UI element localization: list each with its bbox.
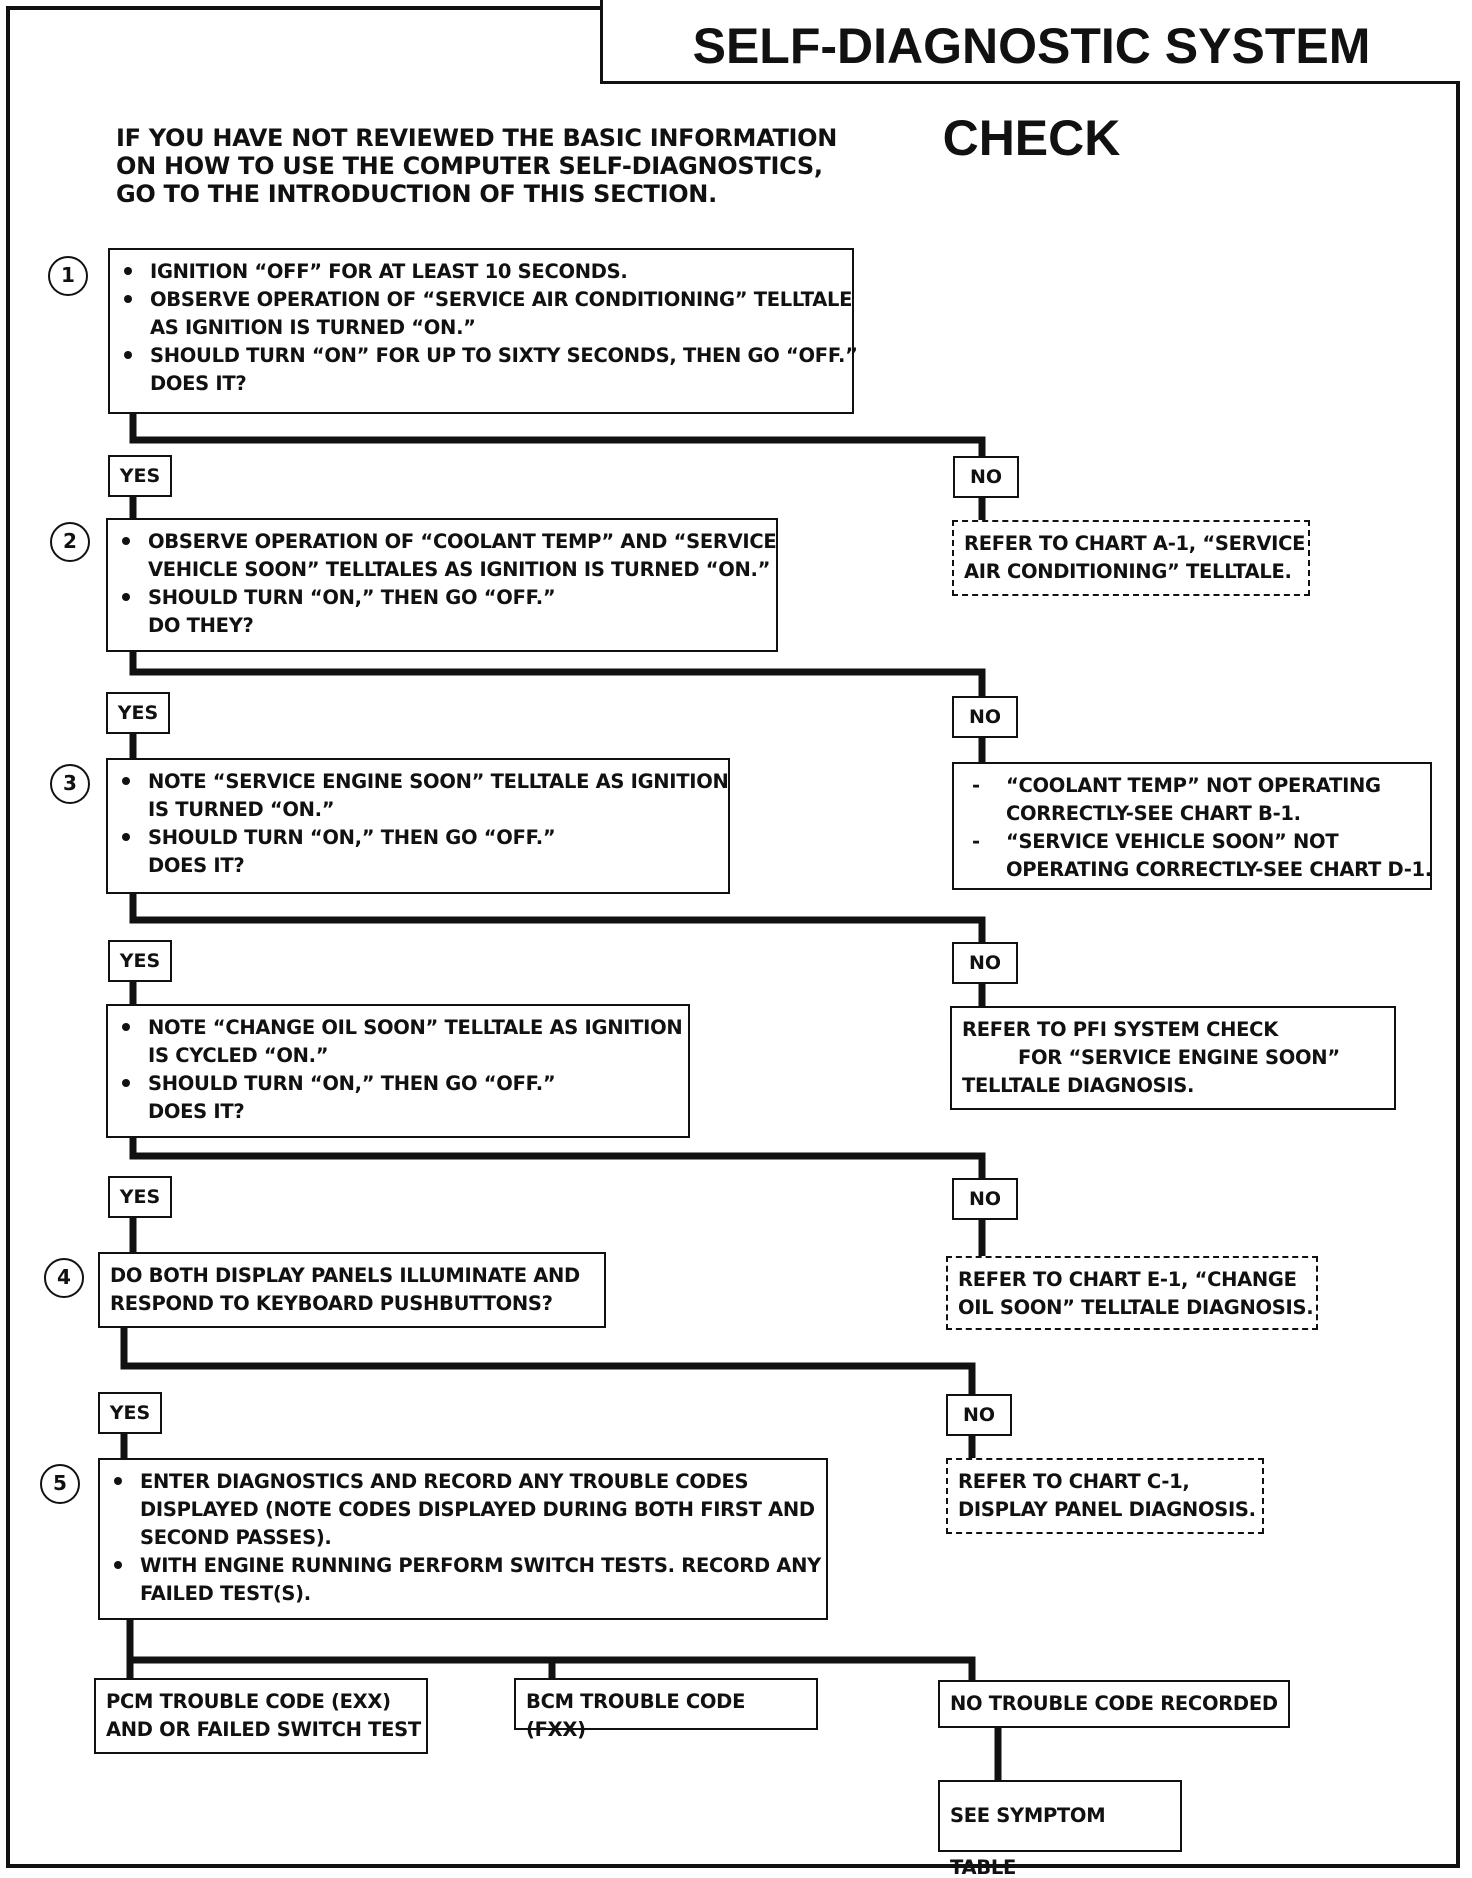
no5-result-box: REFER TO CHART C-1, DISPLAY PANEL DIAGNO… [946, 1458, 1264, 1534]
no-label-1: NO [953, 456, 1019, 498]
pcm-line: AND OR FAILED SWITCH TEST [106, 1718, 421, 1741]
step3-bullet: NOTE “SERVICE ENGINE SOON” TELLTALE AS I… [118, 768, 729, 824]
no-label-3b: NO [952, 1178, 1018, 1220]
no2-result-box: “COOLANT TEMP” NOT OPERATINGCORRECTLY-SE… [952, 762, 1432, 890]
no4-line: OIL SOON” TELLTALE DIAGNOSIS. [958, 1296, 1314, 1319]
connector-step4-split [120, 1322, 976, 1400]
step3b-bullet: SHOULD TURN “ON,” THEN GO “OFF.”DOES IT? [118, 1070, 678, 1126]
no-code-outcome-box: NO TROUBLE CODE RECORDED [938, 1680, 1290, 1728]
yes-label-3b: YES [108, 1176, 172, 1218]
yes-label-4: YES [98, 1392, 162, 1434]
step-number-1: 1 [48, 256, 88, 296]
yes-label-3: YES [108, 940, 172, 982]
step-number-4: 4 [44, 1258, 84, 1298]
step3-box: NOTE “SERVICE ENGINE SOON” TELLTALE AS I… [106, 758, 730, 894]
step3-bullet: SHOULD TURN “ON,” THEN GO “OFF.”DOES IT? [118, 824, 718, 880]
no2-item: “COOLANT TEMP” NOT OPERATINGCORRECTLY-SE… [964, 772, 1420, 828]
no5-line: DISPLAY PANEL DIAGNOSIS. [958, 1498, 1256, 1521]
no1-line: REFER TO CHART A-1, “SERVICE [964, 532, 1306, 555]
bcm-outcome-box: BCM TROUBLE CODE (FXX) [514, 1678, 818, 1741]
intro-text: IF YOU HAVE NOT REVIEWED THE BASIC INFOR… [116, 124, 837, 208]
no3-result-box: REFER TO PFI SYSTEM CHECK FOR “SERVICE E… [950, 1006, 1396, 1110]
step1-bullet: SHOULD TURN “ON” FOR UP TO SIXTY SECONDS… [120, 342, 858, 398]
step3b-bullet: NOTE “CHANGE OIL SOON” TELLTALE AS IGNIT… [118, 1014, 683, 1070]
step1-box: IGNITION “OFF” FOR AT LEAST 10 SECONDS. … [108, 248, 858, 414]
step2-bullet: OBSERVE OPERATION OF “COOLANT TEMP” AND … [118, 528, 777, 584]
step4-line: DO BOTH DISPLAY PANELS ILLUMINATE AND [110, 1264, 580, 1287]
step2-bullet: SHOULD TURN “ON,” THEN GO “OFF.”DO THEY? [118, 584, 766, 640]
pcm-line: PCM TROUBLE CODE (EXX) [106, 1690, 391, 1713]
no-label-2: NO [952, 696, 1018, 738]
step5-box: ENTER DIAGNOSTICS AND RECORD ANY TROUBLE… [98, 1458, 828, 1620]
connector-step2-split [129, 645, 986, 702]
step5-bullet: ENTER DIAGNOSTICS AND RECORD ANY TROUBLE… [110, 1468, 816, 1552]
step2-box: OBSERVE OPERATION OF “COOLANT TEMP” AND … [106, 518, 778, 652]
step4-box: DO BOTH DISPLAY PANELS ILLUMINATE AND RE… [98, 1252, 606, 1328]
no3-line: TELLTALE DIAGNOSIS. [962, 1074, 1195, 1097]
no1-line: AIR CONDITIONING” TELLTALE. [964, 560, 1292, 583]
yes-label-2: YES [106, 692, 170, 734]
no4-line: REFER TO CHART E-1, “CHANGE [958, 1268, 1297, 1291]
step1-bullet: OBSERVE OPERATION OF “SERVICE AIR CONDIT… [120, 286, 853, 342]
connector-step3b-split [129, 1133, 986, 1186]
page-title: SELF-DIAGNOSTIC SYSTEM CHECK [600, 0, 1460, 166]
step-number-3: 3 [50, 764, 90, 804]
intro-line: IF YOU HAVE NOT REVIEWED THE BASIC INFOR… [116, 124, 838, 152]
no4-result-box: REFER TO CHART E-1, “CHANGE OIL SOON” TE… [946, 1256, 1318, 1330]
step-number-2: 2 [50, 522, 90, 562]
step4-line: RESPOND TO KEYBOARD PUSHBUTTONS? [110, 1292, 553, 1315]
intro-line: GO TO THE INTRODUCTION OF THIS SECTION. [116, 180, 717, 208]
yes-label-1: YES [108, 455, 172, 497]
no1-result-box: REFER TO CHART A-1, “SERVICE AIR CONDITI… [952, 520, 1310, 596]
no3-line: FOR “SERVICE ENGINE SOON” [1018, 1046, 1340, 1069]
pcm-outcome-box: PCM TROUBLE CODE (EXX) AND OR FAILED SWI… [94, 1678, 428, 1754]
no5-line: REFER TO CHART C-1, [958, 1470, 1190, 1493]
no-label-3: NO [952, 942, 1018, 984]
step1-bullet: IGNITION “OFF” FOR AT LEAST 10 SECONDS. [120, 258, 842, 286]
connector-step1-split [129, 408, 986, 462]
step5-bullet: WITH ENGINE RUNNING PERFORM SWITCH TESTS… [110, 1552, 821, 1608]
no3-line: REFER TO PFI SYSTEM CHECK [962, 1018, 1279, 1041]
step-number-5: 5 [40, 1464, 80, 1504]
symptom-table-box: SEE SYMPTOM TABLE [938, 1780, 1182, 1878]
connector-step3-split [129, 888, 986, 952]
intro-line: ON HOW TO USE THE COMPUTER SELF-DIAGNOST… [116, 152, 823, 180]
no-label-4: NO [946, 1394, 1012, 1436]
step3b-box: NOTE “CHANGE OIL SOON” TELLTALE AS IGNIT… [106, 1004, 690, 1138]
